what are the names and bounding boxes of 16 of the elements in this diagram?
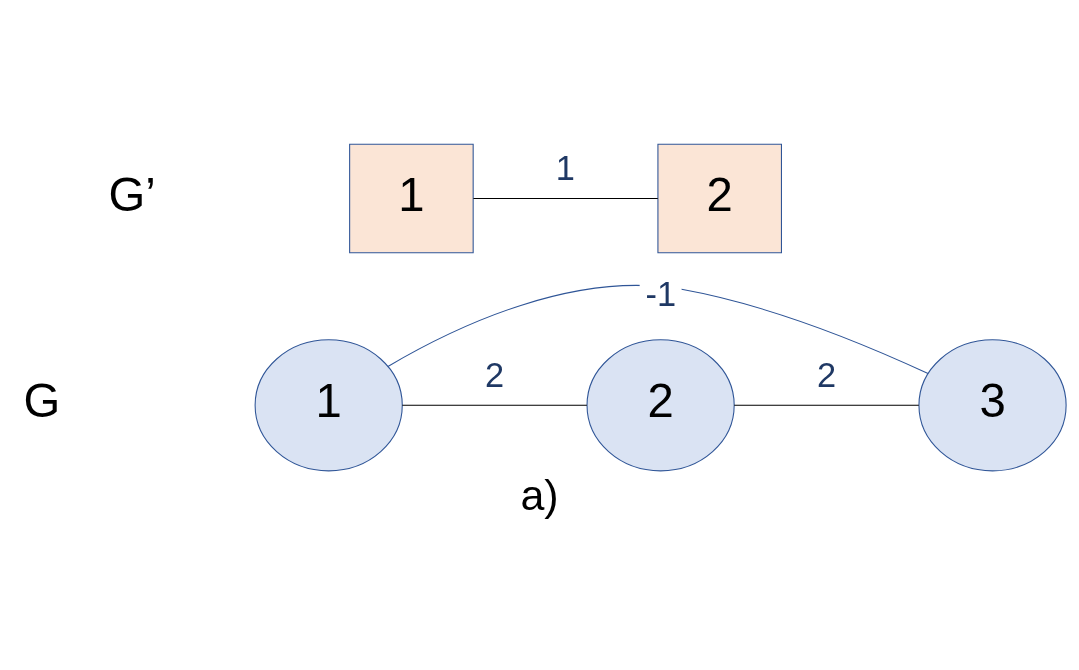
node-ellipse: 3: [918, 338, 1067, 471]
node-box: 1: [349, 143, 474, 253]
connector: [733, 404, 920, 406]
edge-label: 2: [816, 355, 837, 394]
edge-label: -1: [645, 274, 677, 313]
node-ellipse: 1: [254, 338, 403, 471]
connector: [387, 284, 929, 374]
caption: a): [520, 470, 559, 519]
edge-label: 1: [555, 148, 575, 187]
connector: [401, 404, 588, 406]
node-box: 2: [657, 143, 782, 253]
label: G: [23, 373, 61, 427]
connector: [472, 197, 659, 199]
label: G’: [108, 167, 156, 221]
node-ellipse: 2: [586, 338, 735, 471]
edge-label: 2: [484, 355, 505, 394]
